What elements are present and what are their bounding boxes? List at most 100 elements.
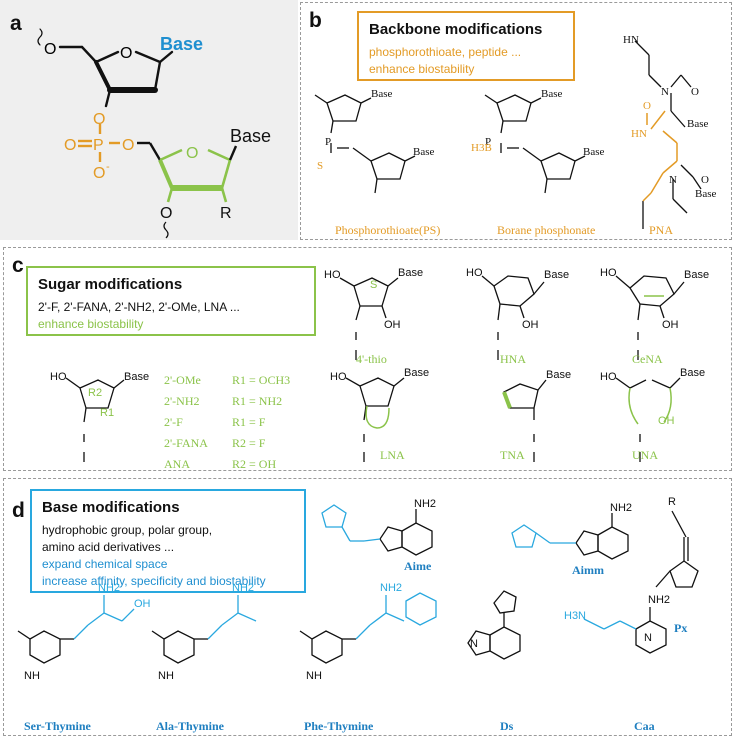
table-left-row: 2'-FANA <box>164 436 208 450</box>
sugar-info-box: Sugar modifications 2'-F, 2'-FANA, 2'-NH… <box>26 266 316 336</box>
ser-nh: NH <box>24 670 40 682</box>
hna-base: Base <box>544 269 569 281</box>
pna-o-2: O <box>701 174 709 186</box>
phosphate-o-left: O <box>64 137 76 154</box>
panel-letter-c: c <box>12 254 24 277</box>
atom-o: O <box>44 41 56 58</box>
generic-r1: R1 <box>100 407 114 419</box>
table-right-row: R2 = F <box>232 436 266 450</box>
panel-letter-d: d <box>12 499 25 522</box>
phosphorus: P <box>93 137 104 154</box>
caption-caa: Caa <box>634 719 655 733</box>
phosphate-o-right: O <box>122 137 134 154</box>
phosphate-o-top: O <box>93 111 105 128</box>
backbone-structures: Base Base Base Base Base Base HN N O N O… <box>314 34 717 229</box>
bp-phosphorus: P <box>485 136 491 148</box>
caption-ds: Ds <box>500 719 514 733</box>
pna-n-1: N <box>661 86 669 98</box>
caa-h3n: H3N <box>564 610 586 622</box>
dinucleotide-structure: O O Base O O P O O - <box>37 28 271 239</box>
pna-base-1: Base <box>687 118 709 130</box>
caption-aime: Aime <box>404 559 432 573</box>
caption-cena: CeNA <box>632 352 663 366</box>
panel-letter-a: a <box>10 12 22 35</box>
una-oh: OH <box>658 415 675 427</box>
atom-o-3prime: O <box>160 205 172 222</box>
base-line2: amino acid derivatives ... <box>42 540 175 554</box>
table-left-row: 2'-NH2 <box>164 394 200 408</box>
bp-borane: H3B <box>471 142 492 154</box>
base-structures: NH2 NH2 R N NH2 NH NH NH N NH2 OH NH2 NH… <box>17 496 699 682</box>
ala-nh: NH <box>158 670 174 682</box>
phosphate-charge: - <box>106 161 110 173</box>
caption-phe-thymine: Phe-Thymine <box>304 719 374 733</box>
lna-base: Base <box>404 367 429 379</box>
cena-oh: OH <box>662 319 679 331</box>
bp-base-2: Base <box>583 146 605 158</box>
table-right-row: R1 = F <box>232 415 266 429</box>
phosphate-o-bottom: O <box>93 165 105 182</box>
backbone-line1: phosphorothioate, peptide ... <box>369 45 522 59</box>
cena-ho: HO <box>600 267 617 279</box>
ser-nh2: NH2 <box>98 582 120 594</box>
caption-pna: PNA <box>649 223 674 237</box>
caption-hna: HNA <box>500 352 526 366</box>
hna-ho: HO <box>466 267 483 279</box>
thio-base: Base <box>398 267 423 279</box>
pna-hn-mid: HN <box>631 128 647 140</box>
atom-r: R <box>220 205 232 222</box>
base-label-top: Base <box>160 34 203 54</box>
pna-o-1: O <box>691 86 699 98</box>
panel-c: c Sugar modifications 2'-F, 2'-FANA, 2'-… <box>3 247 732 471</box>
caption-4-thio: 4'-thio <box>356 352 387 366</box>
thio-oh: OH <box>384 319 401 331</box>
caa-n: N <box>644 632 652 644</box>
caa-nh2: NH2 <box>648 594 670 606</box>
sugar-structures: HO Base OH HO Base OH HO Base OH HO Base… <box>50 267 709 462</box>
base-title: Base modifications <box>42 499 180 516</box>
caption-ala-thymine: Ala-Thymine <box>156 719 225 733</box>
ps-sulfur: S <box>317 160 323 172</box>
cena-base: Base <box>684 269 709 281</box>
ring-oxygen-bottom: O <box>186 145 198 162</box>
caption-aimm: Aimm <box>572 563 604 577</box>
panel-b: b Backbone modifications phosphorothioat… <box>300 2 732 240</box>
backbone-line2: enhance biostability <box>369 62 475 76</box>
una-base: Base <box>680 367 705 379</box>
sugar-line2: enhance biostability <box>38 317 144 331</box>
ps-phosphorus: P <box>325 136 331 148</box>
backbone-info-box: Backbone modifications phosphorothioate,… <box>357 11 575 81</box>
sugar-table-right: R1 = OCH3 R1 = NH2 R1 = F R2 = F R2 = OH <box>232 370 290 475</box>
caption-ser-thymine: Ser-Thymine <box>24 719 91 733</box>
generic-base: Base <box>124 371 149 383</box>
panel-a: a O O Base O O P O O <box>0 0 298 240</box>
thio-ho: HO <box>324 269 341 281</box>
phe-nh: NH <box>306 670 322 682</box>
una-ho: HO <box>600 371 617 383</box>
backbone-title: Backbone modifications <box>369 21 543 38</box>
caption-lna: LNA <box>380 448 405 462</box>
base-line3: expand chemical space <box>42 557 168 571</box>
ds-n: N <box>470 638 478 650</box>
generic-r2: R2 <box>88 387 102 399</box>
ps-base-2: Base <box>413 146 435 158</box>
caption-px: Px <box>674 621 688 635</box>
table-right-row: R1 = OCH3 <box>232 373 291 387</box>
aimm-nh2: NH2 <box>610 502 632 514</box>
table-left-row: 2'-F <box>164 415 183 429</box>
ser-oh: OH <box>134 598 151 610</box>
caption-borane: Borane phosphonate <box>497 223 596 237</box>
ala-nh2: NH2 <box>232 582 254 594</box>
ring-oxygen: O <box>120 45 132 62</box>
lna-ho: HO <box>330 371 347 383</box>
aime-nh2: NH2 <box>414 498 436 510</box>
table-right-row: R1 = NH2 <box>232 394 283 408</box>
base-label-bottom: Base <box>230 126 271 146</box>
thio-sulfur: S <box>370 279 377 291</box>
pna-o-mid: O <box>643 100 651 112</box>
base-info-box: Base modifications hydrophobic group, po… <box>30 489 306 593</box>
panel-d: d Base modifications hydrophobic group, … <box>3 478 732 736</box>
base-line4: increase affinity, specificity and biost… <box>42 574 266 588</box>
base-line1: hydrophobic group, polar group, <box>42 523 213 537</box>
pna-n-2: N <box>669 174 677 186</box>
